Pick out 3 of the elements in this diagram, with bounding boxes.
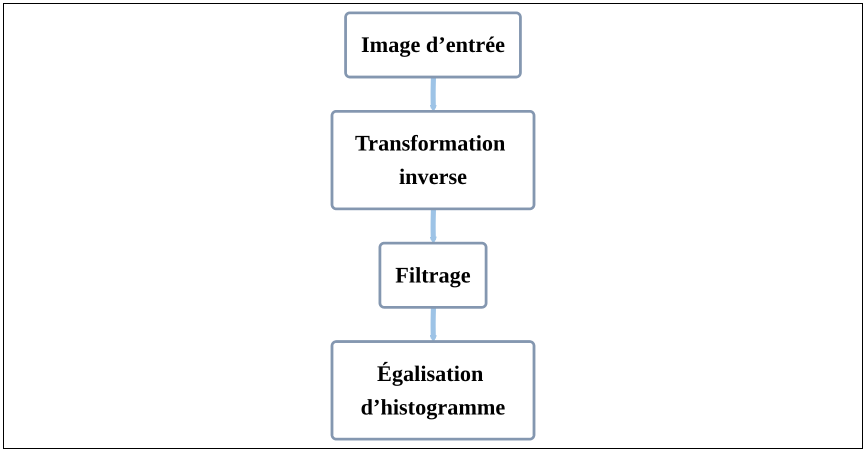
arrow (430, 77, 438, 112)
arrow (430, 209, 438, 244)
arrow (430, 308, 438, 342)
